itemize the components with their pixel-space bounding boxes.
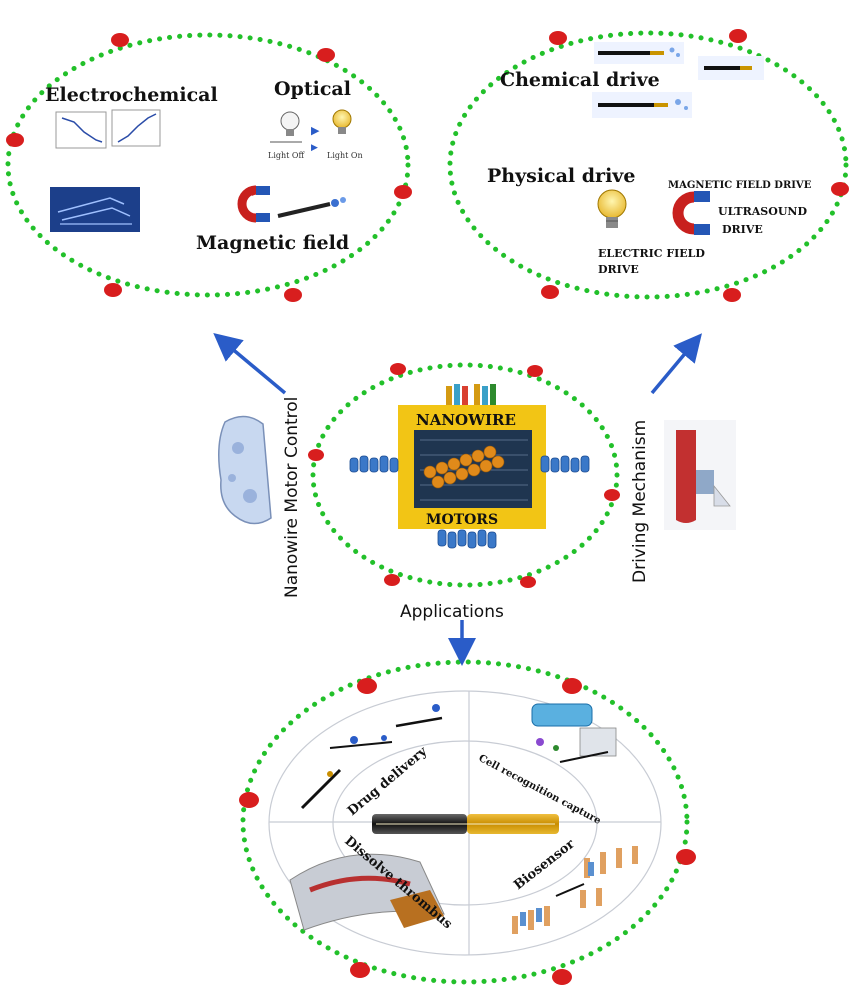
branch-arrows (213, 333, 702, 666)
arrow-right-icon: ▶ (311, 143, 318, 153)
label-ultrasound-drive-2: DRIVE (722, 223, 763, 236)
label-electric-field-drive-2: DRIVE (598, 263, 639, 276)
red-node (520, 576, 536, 588)
nanowire-motor-image: NANOWIRE MOTORS (349, 384, 590, 549)
red-node (390, 363, 406, 375)
label-magnetic-field: Magnetic field (196, 232, 349, 254)
label-chemical-drive: Chemical drive (500, 69, 660, 91)
horseshoe-magnet-icon (672, 191, 710, 235)
control-ellipse (5, 32, 411, 298)
chemical-drive-image (594, 42, 684, 64)
red-node (317, 48, 335, 62)
red-node (541, 285, 559, 299)
red-node (308, 449, 324, 461)
label-optical: Optical (274, 78, 351, 100)
nanowire-bristles (446, 384, 496, 406)
bulb-on-icon (332, 109, 352, 134)
red-node (104, 283, 122, 297)
gamepad-icon (218, 415, 272, 525)
light-bulb-icon (597, 189, 627, 228)
applications-wheel: Drug delivery Cell recognition capture D… (268, 690, 662, 956)
red-node (729, 29, 747, 43)
red-node (111, 33, 129, 47)
label-driving-mechanism: Driving Mechanism (630, 420, 650, 583)
ship-device-image (664, 420, 736, 530)
electrochemical-graphs (55, 109, 161, 149)
center-title-top: NANOWIRE (416, 411, 516, 429)
bulb-off-icon (270, 111, 302, 143)
label-light-on: Light On (327, 151, 363, 160)
red-nodes (6, 29, 849, 985)
label-ultrasound-drive: ULTRASOUND (718, 205, 807, 218)
red-node (357, 678, 377, 694)
label-nanowire-motor-control: Nanowire Motor Control (282, 397, 302, 598)
red-node (6, 133, 24, 147)
side-cylinders (349, 455, 590, 549)
arrow-right-icon: ▶ (311, 124, 320, 137)
red-node (527, 365, 543, 377)
center-title-bottom: MOTORS (426, 512, 498, 528)
red-node (552, 969, 572, 985)
chemical-drive-image (592, 92, 692, 118)
label-electric-field-drive: ELECTRIC FIELD (598, 247, 705, 260)
red-node (394, 185, 412, 199)
biosensor-image (512, 846, 638, 934)
arrow-to-drive (650, 333, 702, 395)
label-light-off: Light Off (268, 151, 305, 160)
drive-ellipse (447, 30, 849, 300)
red-node (831, 182, 849, 196)
arrow-to-control (213, 333, 287, 395)
drive-panel: Chemical drive Physical drive MAGNETIC F… (487, 42, 812, 276)
red-node (723, 288, 741, 302)
thrombus-vessel-image (289, 853, 445, 931)
center-ellipse (310, 362, 620, 588)
chemical-drive-image (698, 56, 764, 80)
cell-capture-image (531, 703, 617, 763)
nanowire-rod-image (277, 197, 346, 218)
electrode-device-image (50, 187, 140, 232)
applications-ellipse (240, 659, 690, 985)
red-node (604, 489, 620, 501)
label-magnetic-field-drive: MAGNETIC FIELD DRIVE (668, 180, 812, 191)
red-node (549, 31, 567, 45)
drug-delivery-image (300, 704, 443, 810)
label-electrochemical: Electrochemical (45, 84, 218, 106)
red-node (384, 574, 400, 586)
label-applications: Applications (400, 602, 504, 622)
label-physical-drive: Physical drive (487, 165, 635, 187)
red-node (676, 849, 696, 865)
horseshoe-magnet-icon (237, 185, 270, 223)
red-node (284, 288, 302, 302)
red-node (239, 792, 259, 808)
control-panel: Electrochemical Optical ▶ ▶ Light O (45, 78, 363, 254)
red-node (350, 962, 370, 978)
red-node (562, 678, 582, 694)
